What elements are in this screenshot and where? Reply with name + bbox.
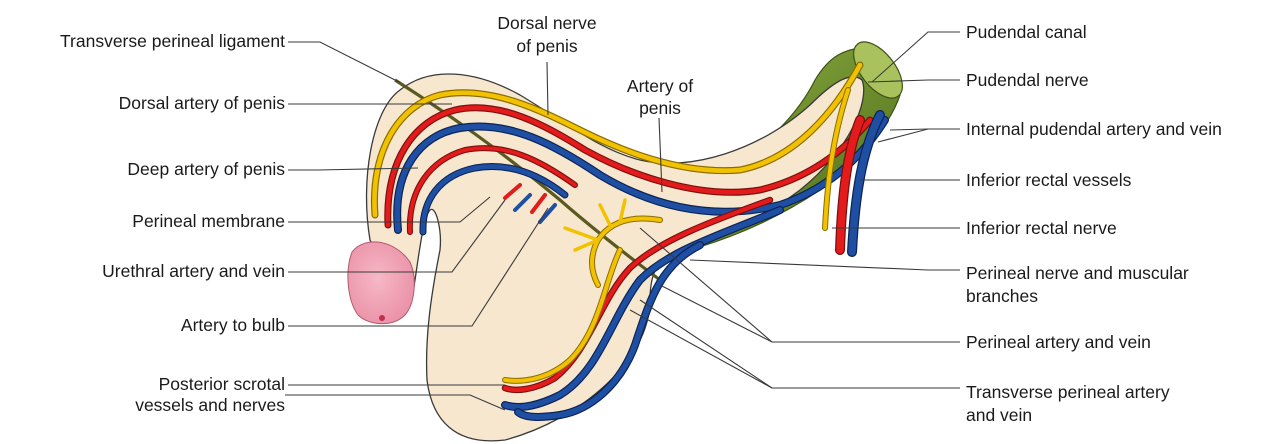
label-dorsal-nerve-line1: Dorsal nerve (487, 13, 607, 34)
label-perineal-membrane: Perineal membrane (132, 211, 285, 232)
label-dorsal-nerve-line2: of penis (487, 36, 607, 57)
label-pudendal-nerve: Pudendal nerve (966, 70, 1089, 91)
label-internal-pudendal: Internal pudendal artery and vein (966, 119, 1222, 140)
label-transverse-perineal-artery-line1: Transverse perineal artery (966, 382, 1170, 403)
label-perineal-nerve-line2: branches (966, 286, 1038, 307)
label-pudendal-canal: Pudendal canal (966, 22, 1087, 43)
label-urethral-artery-and-vein: Urethral artery and vein (102, 261, 285, 282)
label-deep-artery-of-penis: Deep artery of penis (127, 159, 285, 180)
label-dorsal-artery-of-penis: Dorsal artery of penis (119, 93, 285, 114)
label-artery-of-penis-line2: penis (610, 98, 710, 119)
label-perineal-nerve-line1: Perineal nerve and muscular (966, 263, 1189, 284)
label-transverse-perineal-artery-line2: and vein (966, 405, 1032, 426)
label-inferior-rectal-vessels: Inferior rectal vessels (966, 170, 1131, 191)
label-perineal-artery-and-vein: Perineal artery and vein (966, 332, 1151, 353)
label-artery-to-bulb: Artery to bulb (181, 315, 285, 336)
label-posterior-scrotal-line2: vessels and nerves (135, 395, 285, 416)
label-posterior-scrotal-line1: Posterior scrotal (159, 374, 285, 395)
label-transverse-perineal-ligament: Transverse perineal ligament (60, 31, 285, 52)
label-artery-of-penis-line1: Artery of (610, 76, 710, 97)
label-inferior-rectal-nerve: Inferior rectal nerve (966, 218, 1117, 239)
